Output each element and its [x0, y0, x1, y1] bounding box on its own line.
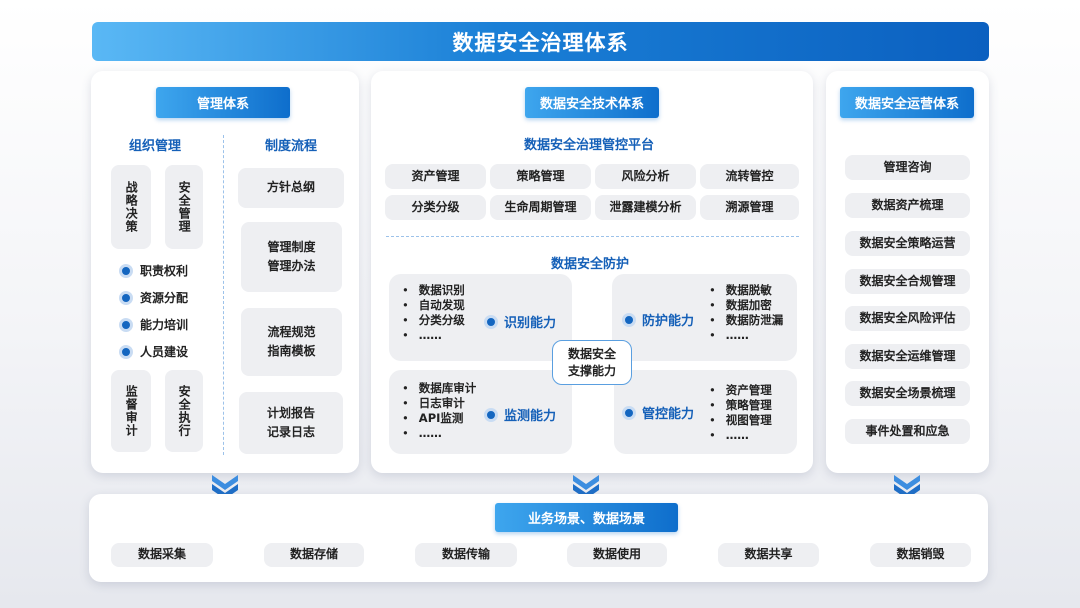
org-management-title: 组织管理: [129, 139, 182, 154]
capability-label: 防护能力: [622, 310, 694, 329]
operations-item: 数据安全运维管理: [845, 344, 970, 369]
capability-list: 资产管理策略管理视图管理……: [709, 383, 772, 443]
technology-header: 数据安全技术体系: [525, 87, 659, 118]
support-capability-box: 数据安全支撑能力: [552, 340, 632, 385]
dot-icon: [119, 263, 133, 278]
org-list-item: 职责权利: [119, 262, 188, 279]
platform-item: 策略管理: [490, 164, 591, 189]
scenario-item: 数据存储: [264, 543, 364, 567]
capability-list: 数据库审计日志审计API监测……: [402, 381, 477, 441]
scenario-item: 数据传输: [415, 543, 517, 567]
scenario-item: 数据共享: [718, 543, 819, 567]
dot-icon: [119, 290, 133, 305]
operations-item: 事件处置和应急: [845, 419, 970, 444]
page-title: 数据安全治理体系: [92, 22, 989, 61]
scenario-item: 数据使用: [567, 543, 667, 567]
dot-icon: [119, 317, 133, 332]
platform-item: 流转管控: [700, 164, 799, 189]
scenario-item: 数据销毁: [870, 543, 971, 567]
dot-icon: [119, 344, 133, 359]
divider: [386, 236, 799, 237]
process-title: 制度流程: [265, 139, 318, 154]
operations-item: 数据安全风险评估: [845, 306, 970, 331]
operations-header: 数据安全运营体系: [840, 87, 974, 118]
org-list-item: 人员建设: [119, 343, 188, 360]
scenario-header: 业务场景、数据场景: [495, 503, 678, 532]
divider: [223, 135, 224, 455]
capability-label: 管控能力: [622, 403, 694, 422]
operations-item: 数据安全策略运营: [845, 231, 970, 256]
operations-item: 数据安全合规管理: [845, 269, 970, 294]
platform-item: 分类分级: [385, 195, 486, 220]
org-top-item: 安全管理: [165, 165, 203, 249]
capability-label: 监测能力: [484, 405, 556, 424]
org-bottom-item: 监督审计: [111, 370, 151, 452]
platform-item: 风险分析: [595, 164, 696, 189]
platform-item: 泄露建模分析: [595, 195, 696, 220]
capability-list: 数据脱敏数据加密数据防泄漏……: [709, 283, 784, 343]
org-list-item: 资源分配: [119, 289, 188, 306]
management-header: 管理体系: [156, 87, 290, 118]
operations-item: 数据资产梳理: [845, 193, 970, 218]
platform-item: 资产管理: [385, 164, 486, 189]
capability-list: 数据识别自动发现分类分级……: [402, 283, 465, 343]
dot-icon: [622, 312, 636, 327]
protection-title: 数据安全防护: [551, 257, 630, 272]
dot-icon: [484, 314, 498, 329]
org-top-item: 战略决策: [111, 165, 151, 249]
platform-title: 数据安全治理管控平台: [524, 138, 655, 153]
process-item: 流程规范指南模板: [241, 308, 342, 376]
process-item: 管理制度管理办法: [241, 222, 342, 292]
dot-icon: [484, 407, 498, 422]
platform-item: 生命周期管理: [490, 195, 591, 220]
org-list-item: 能力培训: [119, 316, 188, 333]
dot-icon: [622, 405, 636, 420]
org-bottom-item: 安全执行: [165, 370, 203, 452]
process-item: 方针总纲: [238, 168, 344, 208]
operations-item: 数据安全场景梳理: [845, 381, 970, 406]
scenario-item: 数据采集: [111, 543, 213, 567]
operations-item: 管理咨询: [845, 155, 970, 180]
process-item: 计划报告记录日志: [239, 392, 343, 454]
capability-label: 识别能力: [484, 312, 556, 331]
platform-item: 溯源管理: [700, 195, 799, 220]
